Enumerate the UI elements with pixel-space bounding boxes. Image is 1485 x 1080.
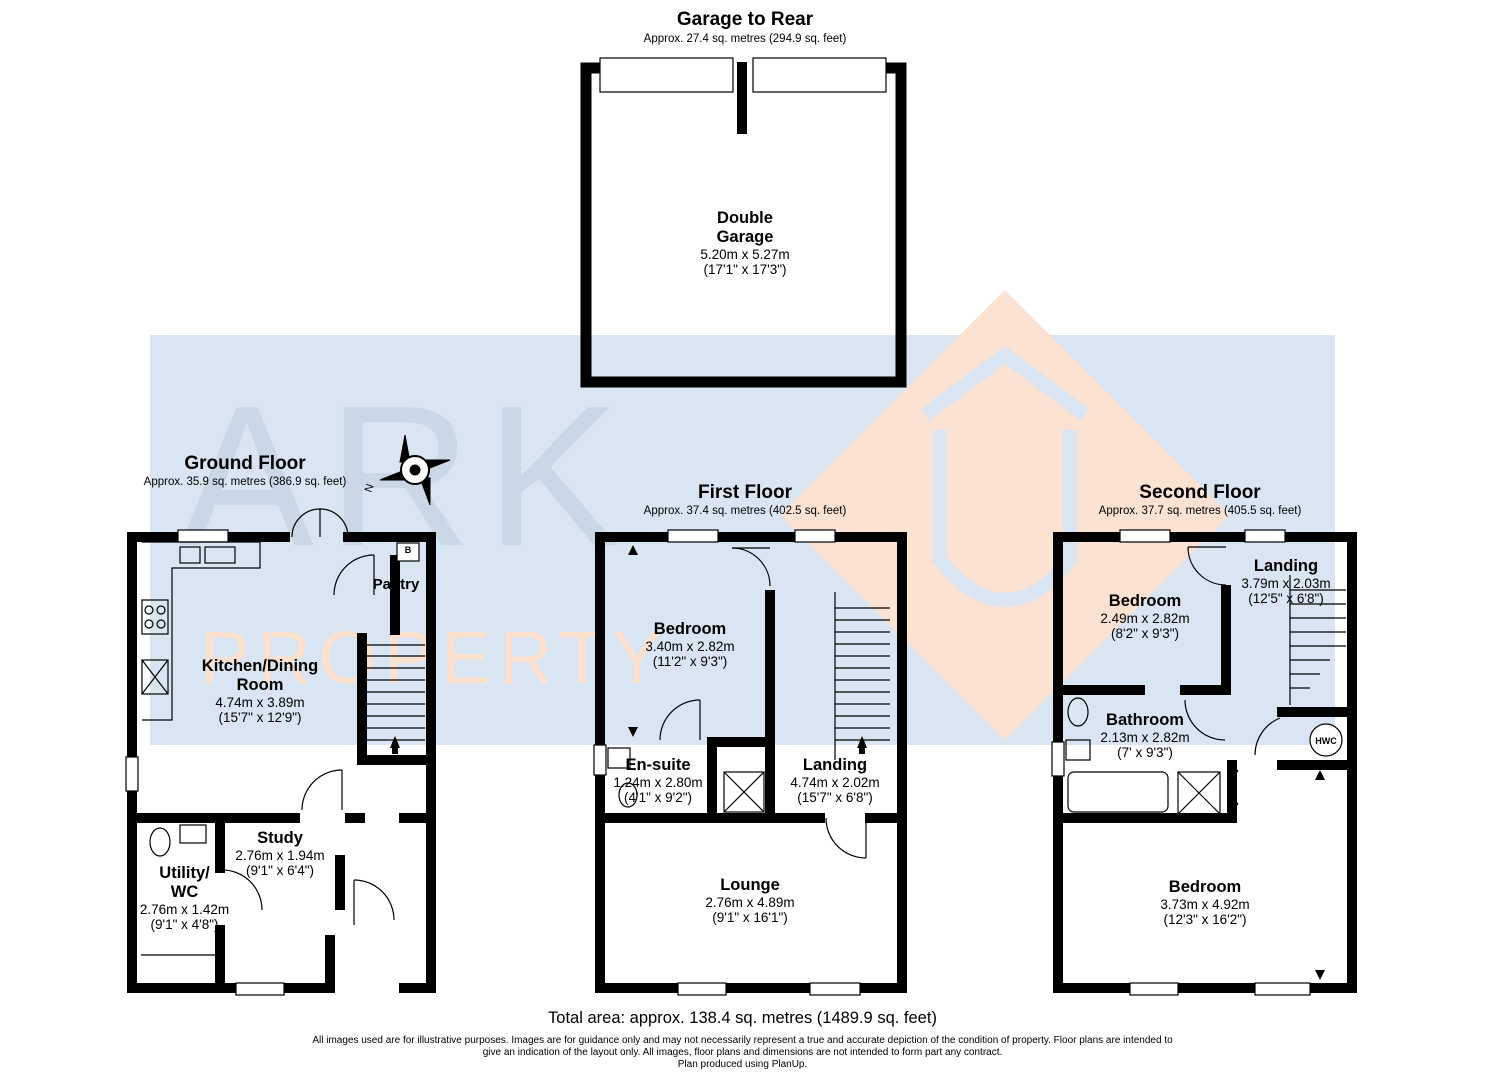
- disclaimer-line-3: Plan produced using PlanUp.: [677, 1059, 808, 1070]
- room-label-first-landing: Landing 4.74m x 2.02m (15'7" x 6'8"): [775, 756, 895, 806]
- room-label-lounge: Lounge 2.76m x 4.89m (9'1" x 16'1"): [690, 876, 810, 926]
- garage-door-left: [599, 57, 734, 93]
- room-dim-imperial: (8'2" x 9'3"): [1110, 626, 1179, 642]
- room-name: Lounge: [720, 876, 780, 894]
- second-floor-plan: HWC: [1051, 529, 1357, 996]
- room-name: Utility/: [159, 864, 210, 882]
- room-dim-metric: 2.49m x 2.82m: [1100, 610, 1190, 626]
- room-dim-metric: 3.40m x 2.82m: [645, 638, 735, 654]
- disclaimer-line-1: All images used are for illustrative pur…: [312, 1035, 1173, 1046]
- room-label-kitchen-dining: Kitchen/Dining Room 4.74m x 3.89m (15'7"…: [160, 657, 360, 726]
- room-dim-metric: 3.73m x 4.92m: [1160, 896, 1250, 912]
- second-floor-area: Approx. 37.7 sq. metres (405.5 sq. feet): [1098, 505, 1302, 517]
- room-name: Bathroom: [1106, 711, 1184, 729]
- room-label-second-bedroom-large: Bedroom 3.73m x 4.92m (12'3" x 16'2"): [1140, 878, 1270, 928]
- total-area: Total area: approx. 138.4 sq. metres (14…: [548, 1009, 937, 1027]
- room-dim-imperial: (7' x 9'3"): [1117, 745, 1173, 761]
- room-name: En-suite: [625, 756, 691, 774]
- disclaimer-line-2: give an indication of the layout only. A…: [482, 1047, 1003, 1058]
- hwc-label: HWC: [1315, 736, 1337, 746]
- room-label-pantry: Pantry: [372, 576, 420, 593]
- room-label-utility-wc: Utility/ WC 2.76m x 1.42m (9'1" x 4'8"): [122, 864, 247, 933]
- room-dim-metric: 5.20m x 5.27m: [700, 246, 790, 262]
- room-name: Garage: [716, 227, 774, 246]
- ground-floor-title: Ground Floor: [184, 453, 306, 474]
- room-dim-imperial: (12'3" x 16'2"): [1163, 912, 1247, 928]
- room-name: Bedroom: [1168, 878, 1242, 896]
- ground-floor-plan: [125, 434, 451, 996]
- room-dim-imperial: (4'1" x 9'2"): [623, 790, 692, 806]
- room-dim-metric: 2.76m x 4.89m: [705, 894, 795, 910]
- room-name: Double: [717, 209, 773, 227]
- room-dim-metric: 2.13m x 2.82m: [1100, 729, 1190, 745]
- first-floor-plan: [593, 529, 907, 996]
- room-dim-imperial: (15'7" x 6'8"): [797, 790, 873, 806]
- room-dim-metric: 2.76m x 1.94m: [235, 847, 325, 863]
- room-dim-metric: 3.79m x 2.03m: [1241, 575, 1331, 591]
- room-name: WC: [170, 882, 199, 901]
- room-dim-imperial: (9'1" x 4'8"): [150, 917, 219, 933]
- room-label-second-bedroom-small: Bedroom 2.49m x 2.82m (8'2" x 9'3"): [1085, 592, 1205, 642]
- room-label-second-landing: Landing 3.79m x 2.03m (12'5" x 6'8"): [1226, 557, 1346, 607]
- room-dim-metric: 4.74m x 2.02m: [790, 774, 880, 790]
- garage-title: Garage to Rear: [676, 9, 814, 30]
- room-name: Landing: [1253, 557, 1319, 575]
- room-dim-imperial: (9'1" x 16'1"): [712, 910, 788, 926]
- second-floor-title: Second Floor: [1139, 482, 1261, 503]
- first-floor-area: Approx. 37.4 sq. metres (402.5 sq. feet): [643, 505, 847, 517]
- room-dim-metric: 4.74m x 3.89m: [215, 694, 305, 710]
- room-name: Bedroom: [653, 620, 727, 638]
- room-dim-imperial: (11'2" x 9'3"): [652, 654, 728, 670]
- compass-icon: [379, 434, 451, 506]
- garage-area: Approx. 27.4 sq. metres (294.9 sq. feet): [643, 33, 847, 45]
- garage-plan: [580, 57, 907, 388]
- room-label-study: Study 2.76m x 1.94m (9'1" x 6'4"): [220, 829, 340, 879]
- first-floor-title: First Floor: [698, 482, 792, 503]
- room-label-bathroom: Bathroom 2.13m x 2.82m (7' x 9'3"): [1085, 711, 1205, 761]
- boiler-label: B: [404, 545, 412, 555]
- watermark-roof-icon: [780, 290, 1230, 740]
- room-dim-metric: 1.24m x 2.80m: [613, 774, 703, 790]
- room-dim-imperial: (9'1" x 6'4"): [245, 863, 314, 879]
- room-name: Room: [236, 675, 284, 694]
- room-dim-imperial: (15'7" x 12'9"): [218, 710, 302, 726]
- room-name: Study: [257, 829, 303, 847]
- room-name: Bedroom: [1108, 592, 1182, 610]
- garage-door-right: [752, 57, 887, 93]
- room-dim-imperial: (17'1" x 17'3"): [703, 262, 787, 278]
- room-label-double-garage: Double Garage 5.20m x 5.27m (17'1" x 17'…: [630, 209, 860, 278]
- room-dim-metric: 2.76m x 1.42m: [139, 901, 230, 917]
- room-name: Landing: [802, 756, 868, 774]
- ground-floor-area: Approx. 35.9 sq. metres (386.9 sq. feet): [143, 476, 347, 488]
- room-label-first-bedroom: Bedroom 3.40m x 2.82m (11'2" x 9'3"): [630, 620, 750, 670]
- room-name: Kitchen/Dining: [201, 657, 319, 675]
- room-label-ensuite: En-suite 1.24m x 2.80m (4'1" x 9'2"): [608, 756, 708, 806]
- room-dim-imperial: (12'5" x 6'8"): [1248, 591, 1324, 607]
